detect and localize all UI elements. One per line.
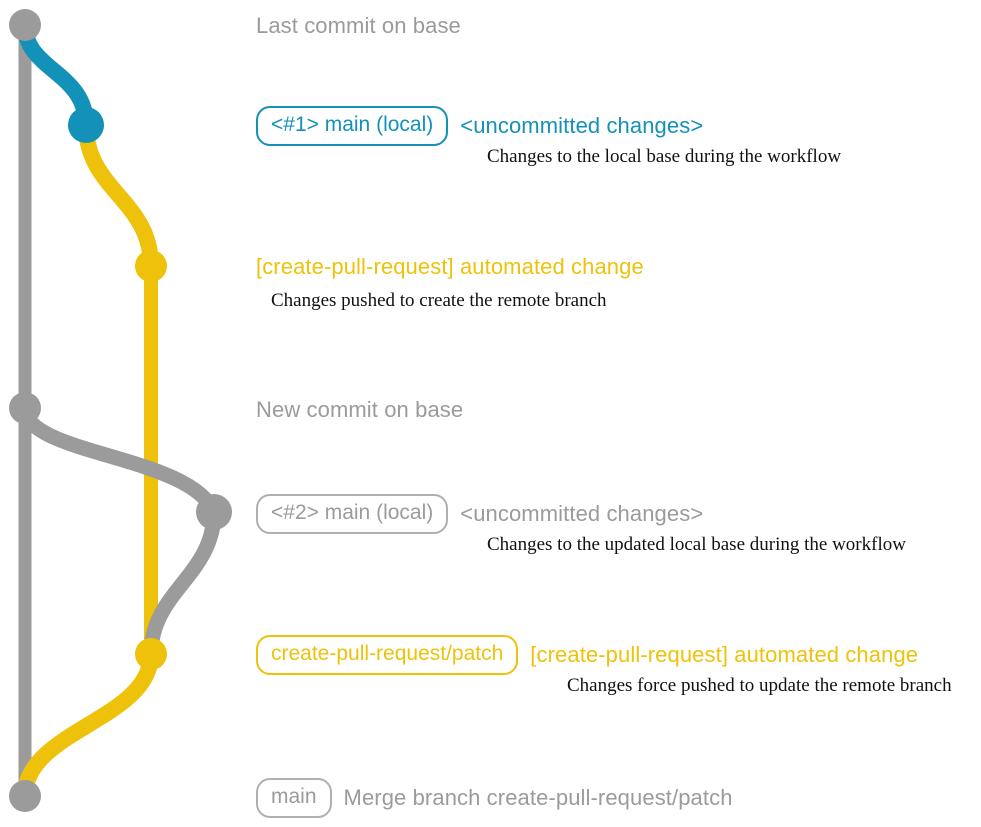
commit-node-base-top[interactable] — [9, 9, 41, 41]
commit-row-base-merge: main Merge branch create-pull-request/pa… — [256, 778, 733, 818]
commit-description-patch-2: Changes force pushed to update the remot… — [567, 675, 952, 696]
commit-message: <uncommitted changes> — [460, 501, 704, 526]
graph-edge-local2-to-patch2 — [143, 504, 222, 662]
ref-pill-create-pull-request-patch[interactable]: create-pull-request/patch — [256, 635, 519, 675]
commit-row-base-new: New commit on base — [256, 396, 463, 424]
commit-node-patch-1[interactable] — [135, 250, 167, 282]
commit-message: [create-pull-request] automated change — [256, 254, 644, 279]
ref-pill-main-local-1[interactable]: <#1> main (local) — [256, 106, 449, 146]
commit-node-base-merge[interactable] — [9, 780, 41, 812]
commit-row-base-top: Last commit on base — [256, 12, 461, 40]
commit-description-patch-1: Changes pushed to create the remote bran… — [271, 290, 607, 311]
commit-description-local-2: Changes to the updated local base during… — [487, 534, 906, 555]
commit-message: Last commit on base — [256, 13, 461, 38]
commit-node-local-1[interactable] — [68, 107, 104, 143]
commit-row-local-2: <#2> main (local) <uncommitted changes> — [256, 494, 703, 534]
commit-node-local-2[interactable] — [196, 494, 232, 530]
commit-row-local-1: <#1> main (local) <uncommitted changes> — [256, 106, 703, 146]
commit-message: New commit on base — [256, 397, 464, 422]
commit-description-local-1: Changes to the local base during the wor… — [487, 146, 842, 167]
graph-edge-patch2-to-merge — [17, 646, 159, 804]
commit-message: [create-pull-request] automated change — [530, 642, 919, 667]
commit-node-patch-2[interactable] — [135, 638, 167, 670]
commit-message: Merge branch create-pull-request/patch — [343, 785, 733, 810]
commit-node-base-new[interactable] — [9, 392, 41, 424]
graph-edge-local1-to-patch1 — [78, 117, 159, 274]
graph-edge-basenew-to-local2 — [17, 400, 222, 520]
commit-row-patch-1: [create-pull-request] automated change — [256, 253, 644, 281]
commit-row-patch-2: create-pull-request/patch [create-pull-r… — [256, 635, 918, 675]
ref-pill-main[interactable]: main — [256, 778, 332, 818]
commit-message: <uncommitted changes> — [460, 113, 704, 138]
ref-pill-main-local-2[interactable]: <#2> main (local) — [256, 494, 449, 534]
